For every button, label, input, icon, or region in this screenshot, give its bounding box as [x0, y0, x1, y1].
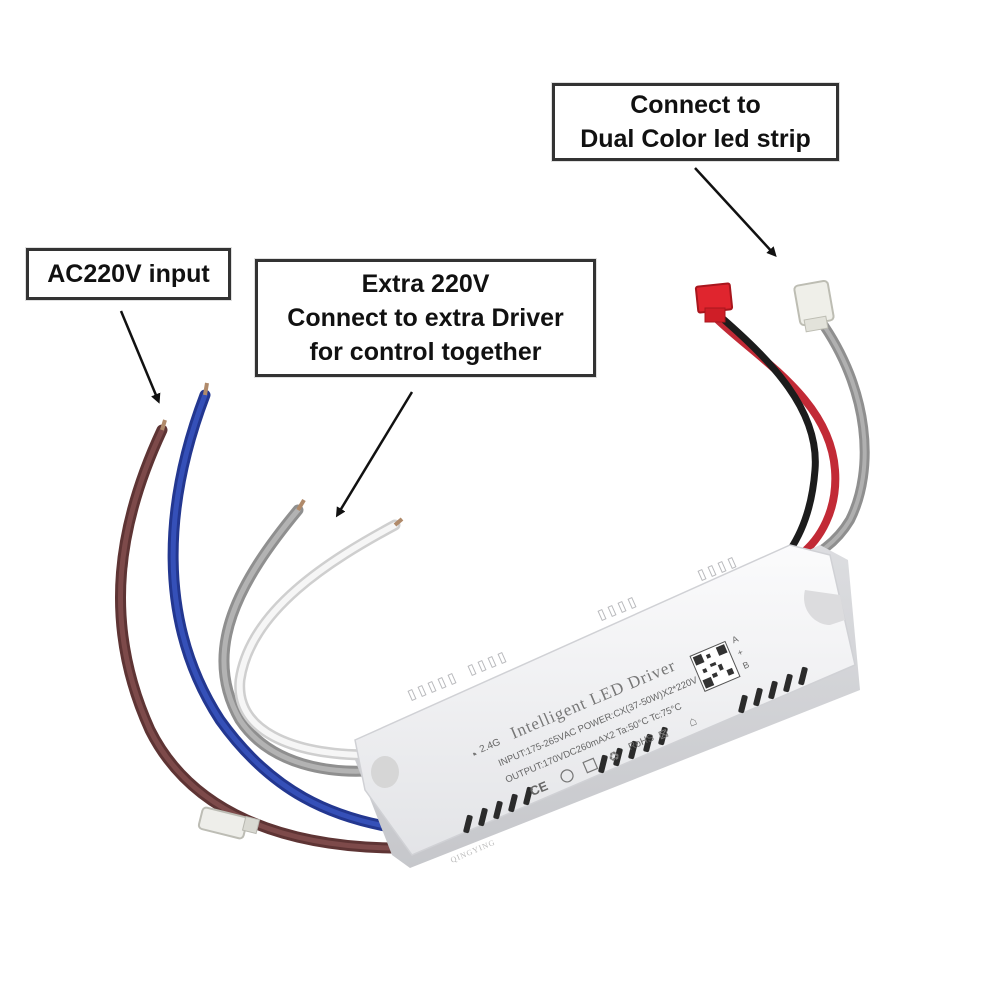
callout-extra-line1: Extra 220V [361, 270, 490, 298]
annotation-arrows [119, 167, 777, 518]
black-wire [718, 314, 819, 554]
callout-extra-line2: Connect to extra Driver [287, 304, 564, 332]
arrow-ac-input [119, 310, 161, 404]
terminal-a: A [730, 634, 739, 646]
terminal-b: B [741, 659, 750, 671]
ce-mark: CE [527, 778, 550, 799]
callout-dual-line1: Connect to [630, 91, 761, 119]
white-input-connector [197, 806, 261, 840]
callout-extra-line3: for control together [309, 338, 542, 366]
callout-ac-input: AC220V input [26, 248, 231, 300]
terminal-plus: + [736, 647, 745, 658]
input-wires [115, 382, 416, 854]
qr-code [689, 640, 741, 692]
red-connector [694, 282, 734, 323]
white-output-connector [793, 279, 835, 333]
cert-mark-icon [560, 769, 574, 783]
arrow-dual [694, 167, 777, 257]
arrow-extra [335, 391, 414, 518]
callout-extra-220v: Extra 220V Connect to extra Driver for c… [255, 259, 596, 377]
red-wire [714, 316, 840, 559]
recycle-icon: ♻ [606, 747, 623, 765]
led-driver-box: 2.4G Intelligent LED Driver INPUT:175-26… [354, 544, 860, 868]
callout-dual-color: Connect to Dual Color led strip [552, 83, 839, 161]
double-insulation-icon [582, 757, 599, 774]
callout-ac-line1: AC220V input [47, 260, 210, 288]
vent-slots [407, 556, 737, 702]
output-wires [694, 279, 870, 565]
callout-dual-line2: Dual Color led strip [580, 125, 811, 153]
